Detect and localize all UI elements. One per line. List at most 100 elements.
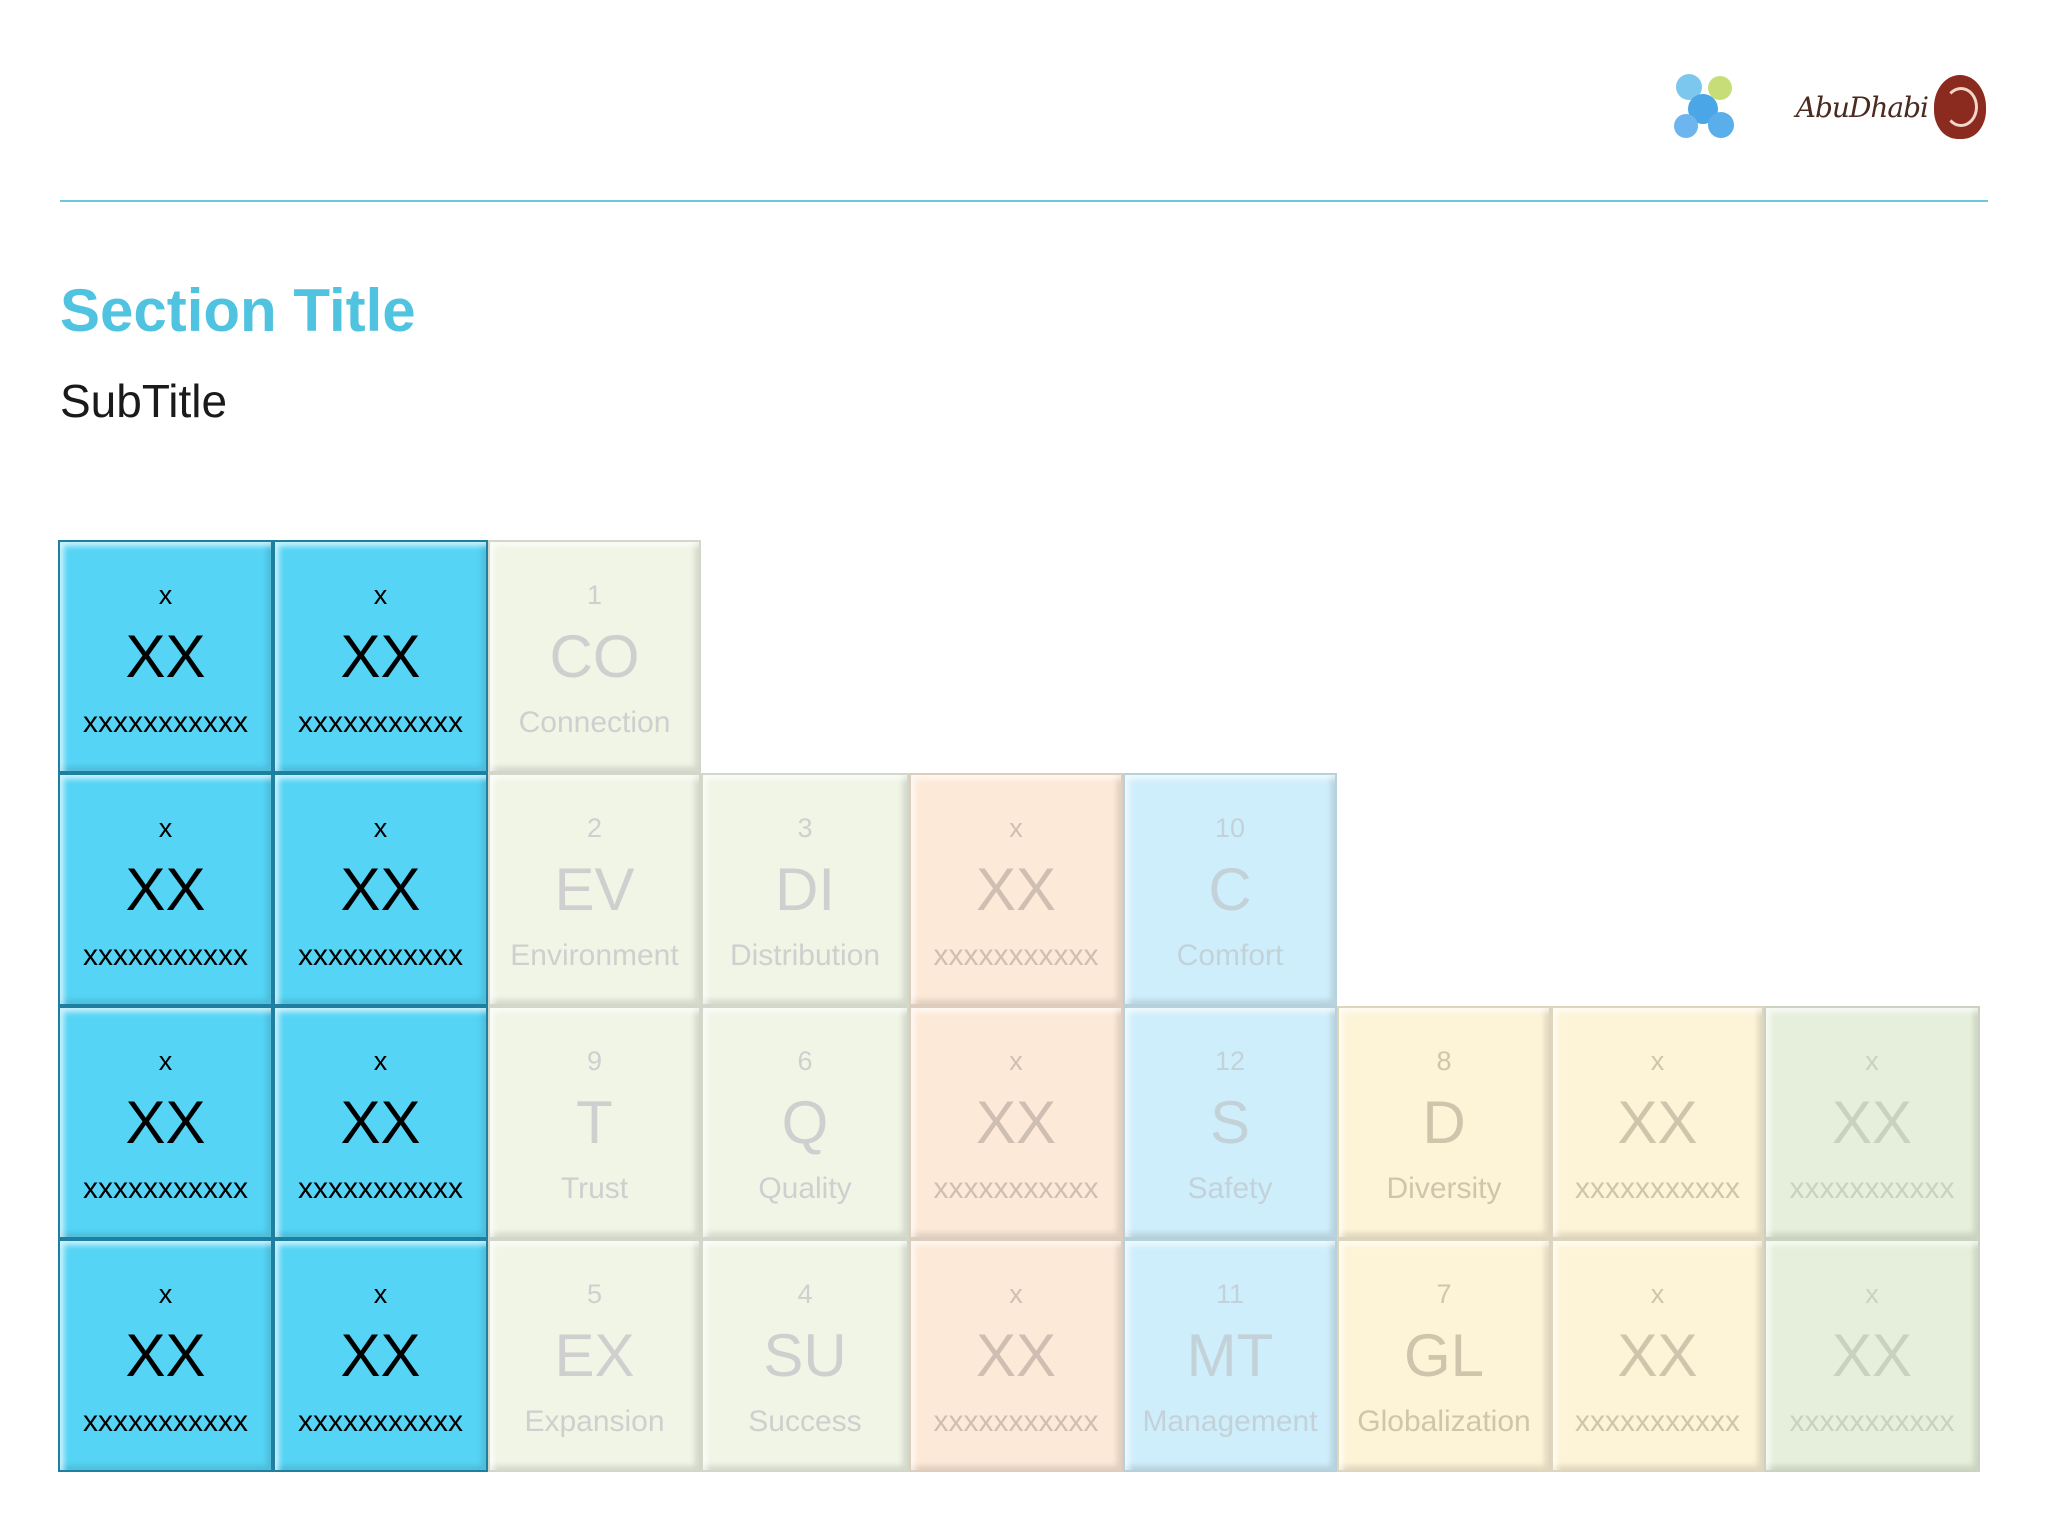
tile-name: xxxxxxxxxxx xyxy=(1789,1405,1955,1438)
header-divider xyxy=(60,200,1988,202)
tile-symbol: C xyxy=(1208,856,1252,923)
tile-number: 6 xyxy=(797,1046,813,1076)
tile-number: x xyxy=(373,1279,388,1309)
tile-number: 12 xyxy=(1214,1046,1246,1076)
tile-symbol: XX xyxy=(340,856,421,923)
tile-number: 5 xyxy=(586,1279,603,1309)
tile-symbol: XX xyxy=(340,623,421,690)
tile-name: Success xyxy=(748,1405,862,1438)
tile-symbol: Q xyxy=(781,1089,829,1156)
tile-number: x xyxy=(373,580,388,610)
tile-name: Management xyxy=(1142,1405,1318,1438)
tile-symbol: XX xyxy=(125,1089,206,1156)
tile-number: x xyxy=(158,813,173,843)
tile-symbol: EX xyxy=(554,1322,635,1389)
tile-name: xxxxxxxxxxx xyxy=(298,939,463,972)
tile-symbol: XX xyxy=(125,623,206,690)
tile-symbol: XX xyxy=(975,856,1057,923)
tile-name: Comfort xyxy=(1176,939,1284,972)
tile-number: 3 xyxy=(797,813,813,843)
tile-symbol: XX xyxy=(975,1322,1057,1389)
tile-name: xxxxxxxxxxx xyxy=(83,1172,248,1205)
section-title: Section Title xyxy=(60,277,416,344)
tile-number: 7 xyxy=(1436,1279,1452,1309)
tile-name: Diversity xyxy=(1386,1172,1502,1205)
tile-symbol: XX xyxy=(340,1089,421,1156)
tile-number: 10 xyxy=(1214,813,1246,843)
tile-name: xxxxxxxxxxx xyxy=(298,1172,463,1205)
tile-name: xxxxxxxxxxx xyxy=(933,939,1099,972)
tile-name: xxxxxxxxxxx xyxy=(933,1405,1099,1438)
tile-symbol: XX xyxy=(975,1089,1057,1156)
tile-name: xxxxxxxxxxx xyxy=(1575,1405,1740,1438)
tile-symbol: XX xyxy=(125,856,206,923)
tile-name: xxxxxxxxxxx xyxy=(1789,1172,1955,1205)
tile-symbol: D xyxy=(1422,1089,1466,1156)
tile-number: 8 xyxy=(1436,1046,1452,1076)
tile-name: xxxxxxxxxxx xyxy=(298,706,463,739)
subtitle: SubTitle xyxy=(60,375,228,427)
tile-name: xxxxxxxxxxx xyxy=(1575,1172,1740,1205)
tile-name: Safety xyxy=(1187,1172,1273,1205)
tile-symbol: S xyxy=(1209,1089,1251,1156)
tile-symbol: XX xyxy=(1831,1322,1913,1389)
tile-symbol: DI xyxy=(775,856,835,923)
tile-number: x xyxy=(158,1279,173,1309)
tile-number: x xyxy=(1009,1046,1023,1076)
tile-symbol: XX xyxy=(125,1322,206,1389)
tile-number: x xyxy=(1009,813,1023,843)
tile-name: Expansion xyxy=(524,1405,665,1438)
tile-name: Quality xyxy=(758,1172,852,1205)
tile-symbol: XX xyxy=(1831,1089,1913,1156)
header-logos: AbuDhabi xyxy=(1670,62,1986,152)
company-logo xyxy=(1670,72,1740,142)
tile-number: 11 xyxy=(1215,1279,1245,1309)
tile-name: Environment xyxy=(510,939,679,972)
abudhabi-logo: AbuDhabi xyxy=(1796,75,1986,139)
tile-number: x xyxy=(1650,1046,1665,1076)
tile-number: x xyxy=(158,1046,173,1076)
tile-number: x xyxy=(1865,1279,1879,1309)
tile-symbol: SU xyxy=(763,1322,847,1389)
tile-name: xxxxxxxxxxx xyxy=(298,1405,463,1438)
tile-symbol: CO xyxy=(549,623,640,690)
tile-number: 2 xyxy=(586,813,603,843)
tile-number: x xyxy=(1009,1279,1023,1309)
tile-symbol: XX xyxy=(340,1322,421,1389)
tile-number: x xyxy=(1865,1046,1879,1076)
tile-number: x xyxy=(158,580,173,610)
tile-name: Globalization xyxy=(1357,1405,1531,1438)
tile-name: Distribution xyxy=(729,939,881,972)
tile-number: 9 xyxy=(586,1046,603,1076)
tile-name: xxxxxxxxxxx xyxy=(83,1405,248,1438)
tile-symbol: MT xyxy=(1186,1322,1274,1389)
tile-name: xxxxxxxxxxx xyxy=(933,1172,1099,1205)
tile-symbol: EV xyxy=(554,856,635,923)
tile-symbol: T xyxy=(576,1089,613,1156)
tile-number: 1 xyxy=(586,580,603,610)
tile-name: xxxxxxxxxxx xyxy=(83,706,248,739)
tile-symbol: XX xyxy=(1617,1089,1698,1156)
